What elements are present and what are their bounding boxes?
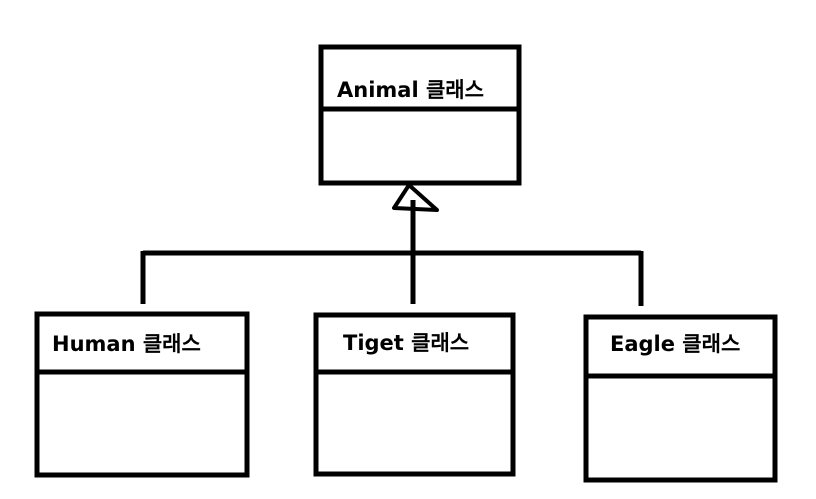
class-name-tiget: Tiget 클래스: [343, 331, 469, 355]
class-box-human-border: [34, 311, 250, 478]
class-name-eagle: Eagle 클래스: [610, 332, 740, 356]
class-box-tiget-border: [313, 312, 516, 477]
class-box-eagle: Eagle 클래스: [583, 314, 778, 483]
class-box-human: Human 클래스: [34, 311, 250, 478]
class-box-animal: Animal 클래스: [318, 44, 522, 186]
class-box-animal-border: [318, 44, 522, 186]
class-box-eagle-border: [583, 314, 778, 483]
class-box-tiget: Tiget 클래스: [313, 312, 516, 477]
class-name-animal: Animal 클래스: [337, 78, 484, 102]
class-name-human: Human 클래스: [52, 332, 201, 356]
